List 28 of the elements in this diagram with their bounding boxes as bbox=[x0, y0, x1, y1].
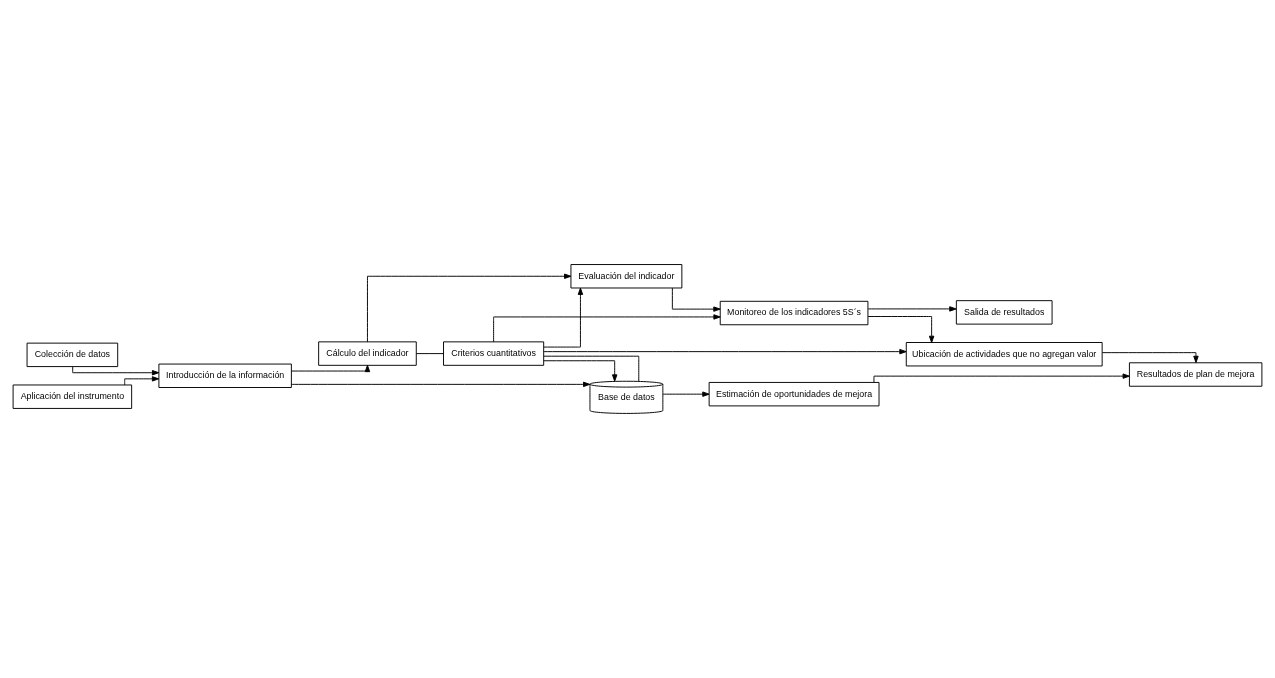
arrow bbox=[867, 316, 935, 343]
node-box: Monitoreo de los indicadores 5S´s bbox=[719, 300, 869, 326]
arrow bbox=[124, 376, 160, 386]
arrow bbox=[662, 391, 710, 397]
node-box: Resultados de plan de mejora bbox=[1128, 362, 1263, 387]
arrow bbox=[543, 287, 584, 348]
node-box: Salida de resultados bbox=[955, 300, 1053, 325]
arrow bbox=[493, 314, 721, 343]
arrow bbox=[72, 366, 160, 376]
arrow bbox=[671, 287, 721, 312]
node-box: Cálculo del indicador bbox=[318, 341, 417, 366]
node-box: Colección de datos bbox=[26, 342, 119, 368]
arrow bbox=[867, 306, 957, 312]
node-box: Ubicación de actividades que no agregan valor bbox=[905, 342, 1103, 367]
arrow bbox=[1101, 352, 1199, 364]
arrow bbox=[291, 364, 371, 373]
node-box: Criterios cuantitativos bbox=[443, 341, 545, 366]
node-box: Estimación de oportunidades de mejora bbox=[708, 381, 880, 407]
arrow bbox=[873, 373, 1130, 383]
connector bbox=[415, 353, 444, 355]
node-box: Aplicación del instrumento bbox=[12, 384, 133, 409]
node-box: Introducción de la información bbox=[158, 363, 292, 388]
arrow bbox=[290, 381, 591, 388]
arrow bbox=[543, 348, 907, 355]
arrow bbox=[367, 273, 572, 343]
connector bbox=[543, 355, 640, 382]
node-box: Evaluación del indicador bbox=[570, 264, 683, 289]
arrow bbox=[543, 360, 618, 382]
